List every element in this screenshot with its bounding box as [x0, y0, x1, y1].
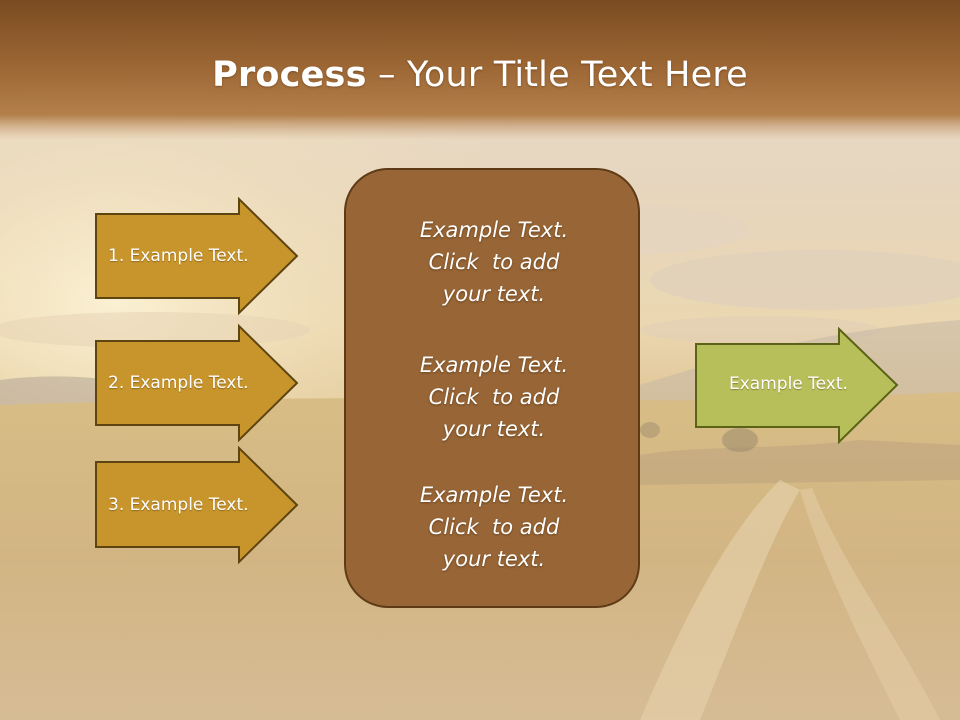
- input-arrow-3-label: 3. Example Text.: [108, 495, 249, 515]
- block-line: Click to add: [428, 385, 560, 409]
- input-arrow-3[interactable]: [95, 445, 299, 565]
- title-band: [0, 0, 960, 140]
- block-line: Click to add: [428, 515, 560, 539]
- block-line: Click to add: [428, 250, 560, 274]
- center-process-box[interactable]: Example Text. Click to add your text. Ex…: [344, 168, 640, 608]
- center-text-block-2: Example Text. Click to add your text.: [346, 349, 642, 445]
- input-arrow-2-label: 2. Example Text.: [108, 373, 249, 393]
- block-line: your text.: [442, 282, 546, 306]
- center-text-block-3: Example Text. Click to add your text.: [346, 479, 642, 575]
- center-text-block-1: Example Text. Click to add your text.: [346, 214, 642, 310]
- output-arrow-label: Example Text.: [729, 374, 848, 394]
- output-arrow[interactable]: [695, 326, 899, 445]
- block-line: your text.: [442, 417, 546, 441]
- input-arrow-1[interactable]: [95, 196, 299, 316]
- block-line: Example Text.: [419, 218, 569, 242]
- block-line: Example Text.: [419, 353, 569, 377]
- block-line: your text.: [442, 547, 546, 571]
- title-rest: – Your Title Text Here: [366, 55, 748, 95]
- title-bold: Process: [212, 55, 367, 95]
- input-arrow-2[interactable]: [95, 323, 299, 443]
- input-arrow-1-label: 1. Example Text.: [108, 246, 249, 266]
- slide-title[interactable]: Process – Your Title Text Here: [0, 52, 960, 98]
- block-line: Example Text.: [419, 483, 569, 507]
